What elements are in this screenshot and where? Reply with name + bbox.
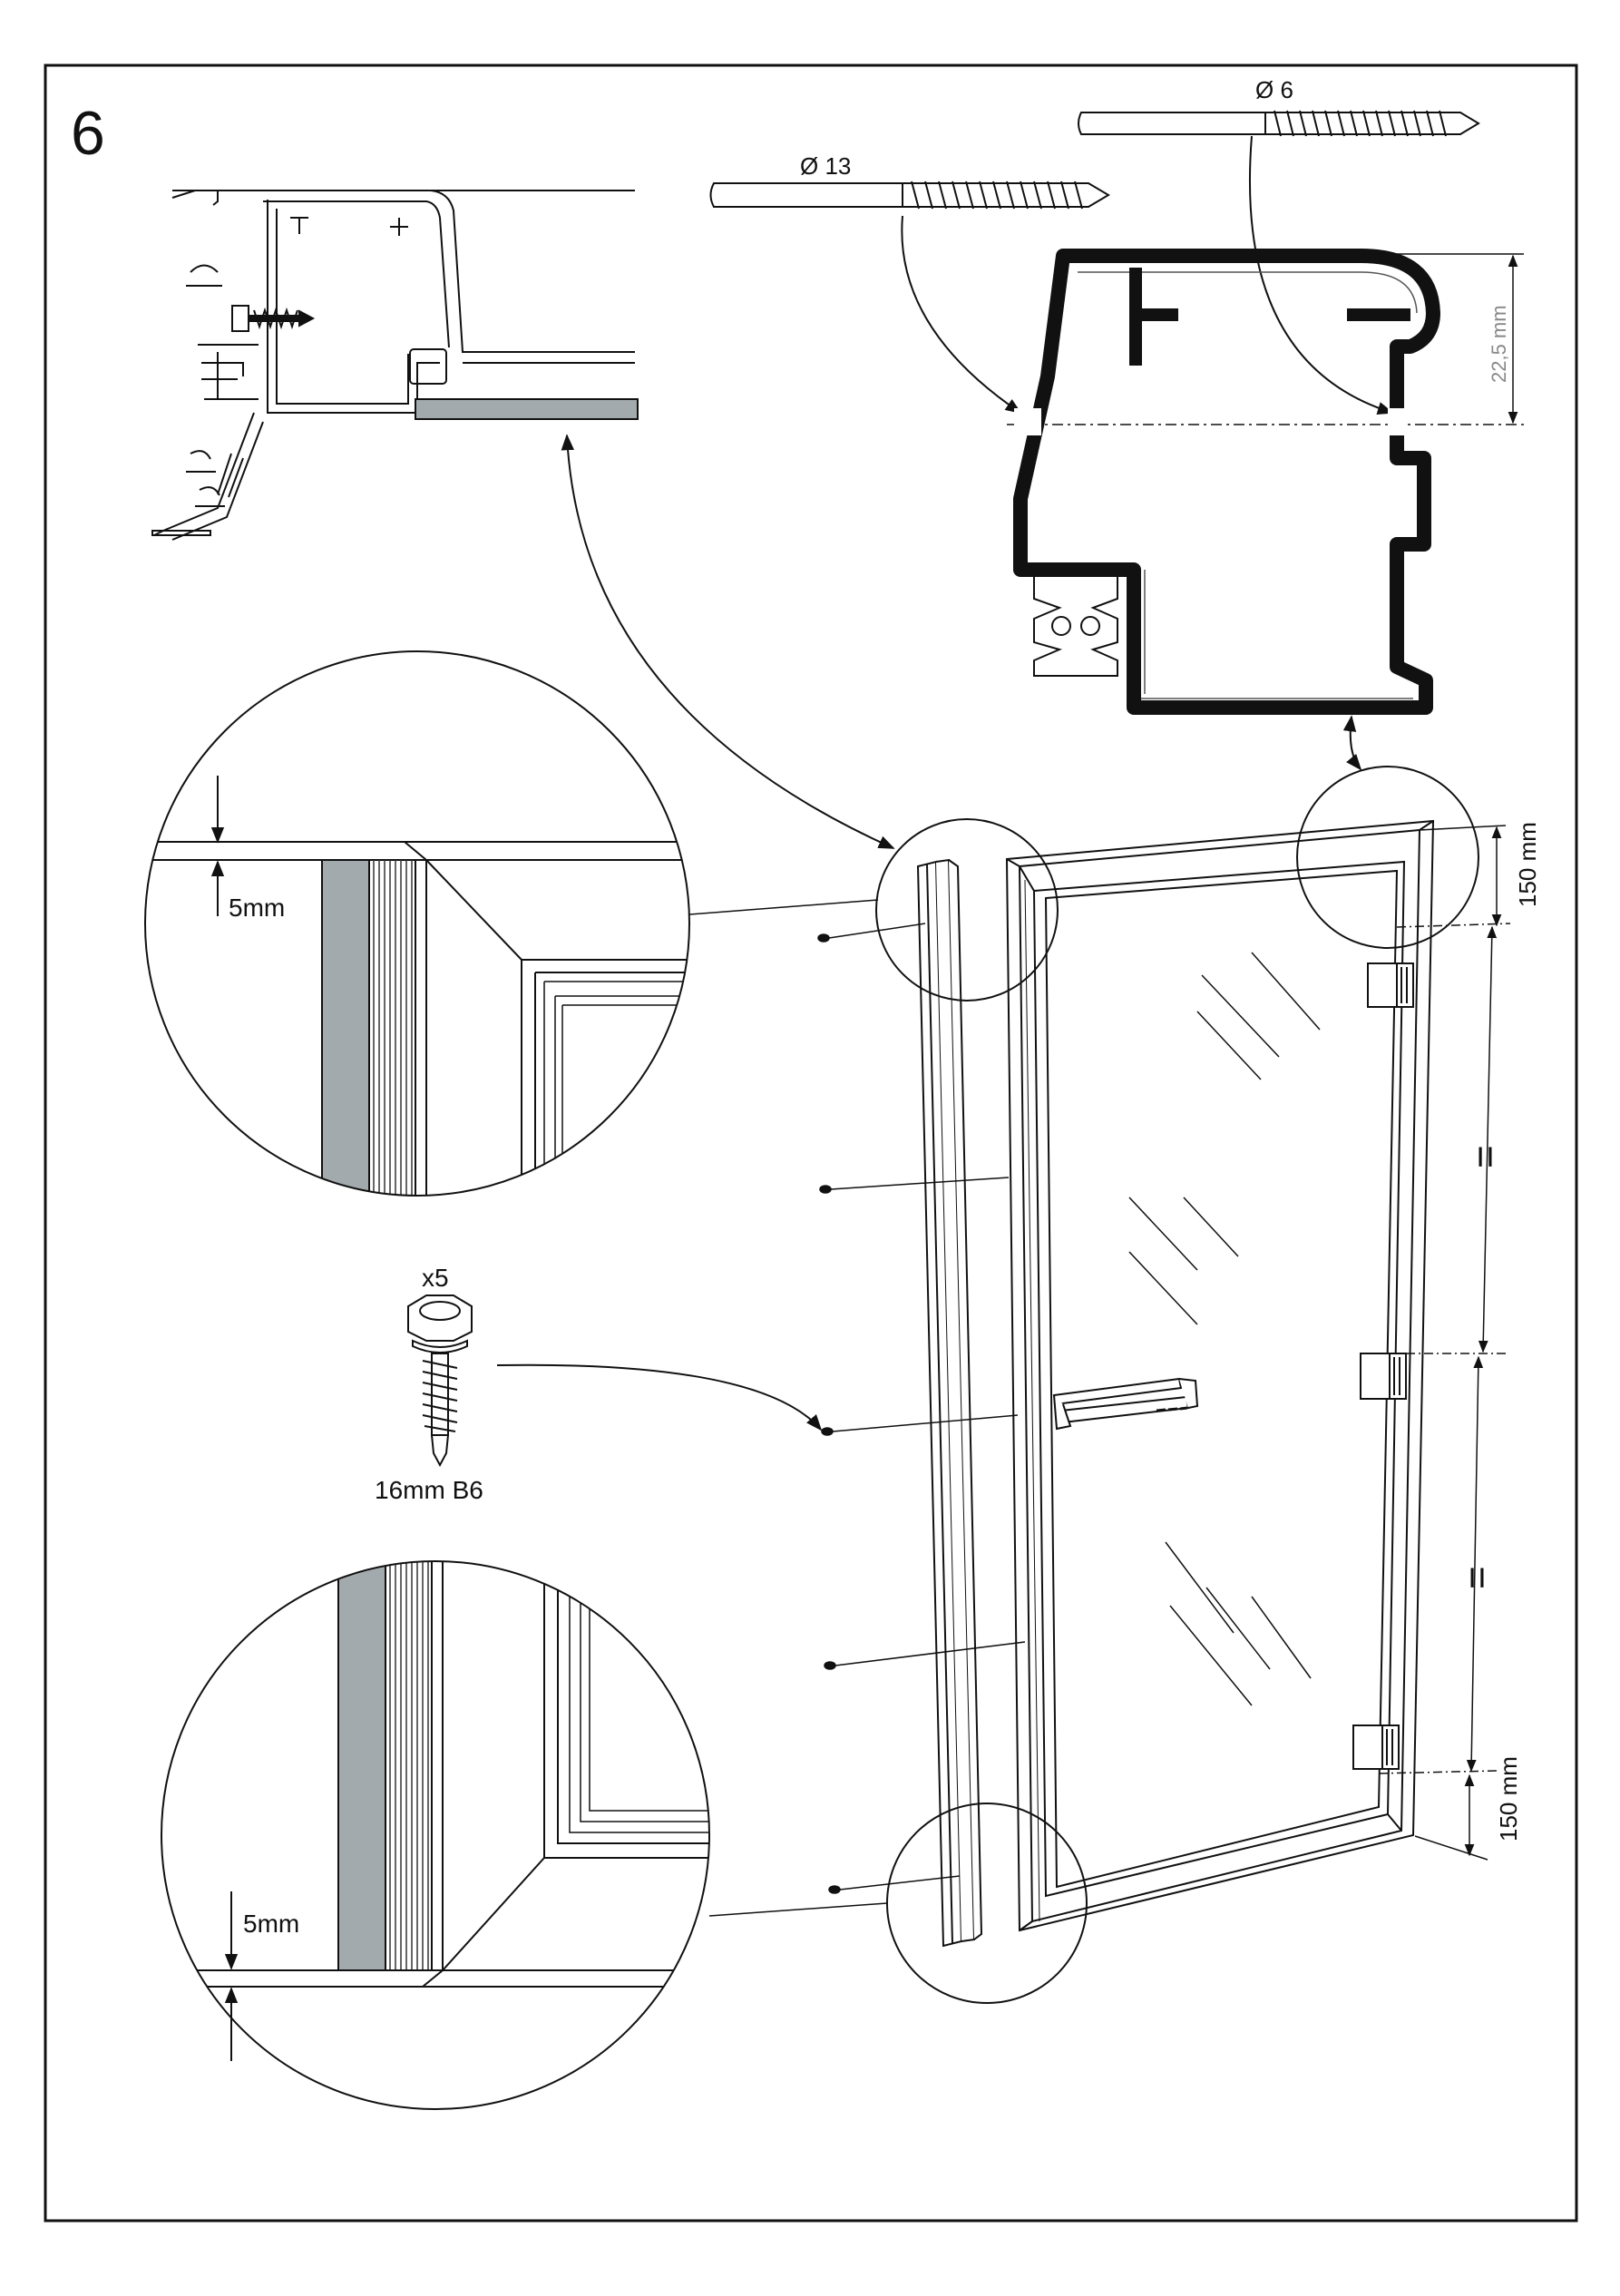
- hinge-bottom-offset-label: 150 mm: [1495, 1756, 1522, 1842]
- fastener-spec: 16mm B6: [375, 1476, 483, 1504]
- screw-6-label: Ø 6: [1255, 76, 1293, 103]
- hinge-middle: [1360, 1353, 1407, 1400]
- pointer-profile-to-door: [1342, 715, 1362, 771]
- pointer-section-to-door: [561, 434, 895, 849]
- fastener-quantity: x5: [422, 1264, 449, 1292]
- screw-13-label: Ø 13: [800, 152, 851, 180]
- hinge-top: [1367, 962, 1414, 1008]
- zoom-top-gap-label: 5mm: [229, 894, 285, 922]
- dimension-22-5mm-label: 22,5 mm: [1488, 305, 1510, 383]
- door-handle: [1052, 1377, 1199, 1431]
- wall-screw-3: [821, 1427, 834, 1436]
- frame-jamb: [916, 858, 983, 1948]
- equal-spacing-mark-1: =: [1463, 1145, 1508, 1168]
- glass-reflections: [1128, 952, 1321, 1706]
- zoom-bottom-connector: [708, 1902, 888, 1917]
- door-frame: [1005, 819, 1435, 1932]
- door-profile-inner: [1078, 271, 1418, 699]
- profile-internal-lugs: [1129, 268, 1410, 366]
- section-screw: [231, 305, 316, 332]
- detail-circle-top-left: [875, 818, 1059, 1001]
- door-profile-thick: [1013, 249, 1440, 715]
- zoom-detail-bottom: 5mm: [161, 1560, 710, 2110]
- hinge-spacing-dimension: [1378, 825, 1511, 1861]
- pointer-screw-6: [1248, 135, 1394, 415]
- pointer-fastener-to-screw: [496, 1363, 823, 1431]
- entry-gap-left: [1014, 408, 1041, 435]
- dimension-22-5mm: [1361, 253, 1524, 425]
- zoom-bottom-gap-label: 5mm: [243, 1910, 299, 1938]
- equal-spacing-mark-2: =: [1455, 1566, 1499, 1589]
- wall-screw-5: [828, 1885, 841, 1894]
- zoom-top-connector: [688, 899, 879, 915]
- zoom-detail-top: 5mm: [144, 650, 690, 1197]
- page-border: [44, 64, 1578, 2223]
- profile-gasket: [1033, 575, 1118, 677]
- entry-gap-right: [1388, 408, 1408, 435]
- wall-screw-4: [824, 1661, 836, 1670]
- pointer-screw-13: [901, 215, 1022, 415]
- hinge-bottom: [1352, 1724, 1400, 1770]
- wall-screw-2: [819, 1185, 832, 1194]
- frame-profile-section: [151, 190, 635, 541]
- detail-circle-top-right: [1296, 766, 1479, 949]
- step-number: 6: [71, 99, 105, 168]
- wall-screws: [817, 923, 1026, 1894]
- wall-screw-1: [817, 933, 830, 943]
- hinge-top-offset-label: 150 mm: [1514, 822, 1541, 907]
- screw-diameter-6: [1078, 110, 1480, 137]
- self-drilling-screw-icon: [407, 1295, 473, 1468]
- screw-diameter-13: [709, 181, 1110, 210]
- section-seal-strip: [415, 398, 639, 420]
